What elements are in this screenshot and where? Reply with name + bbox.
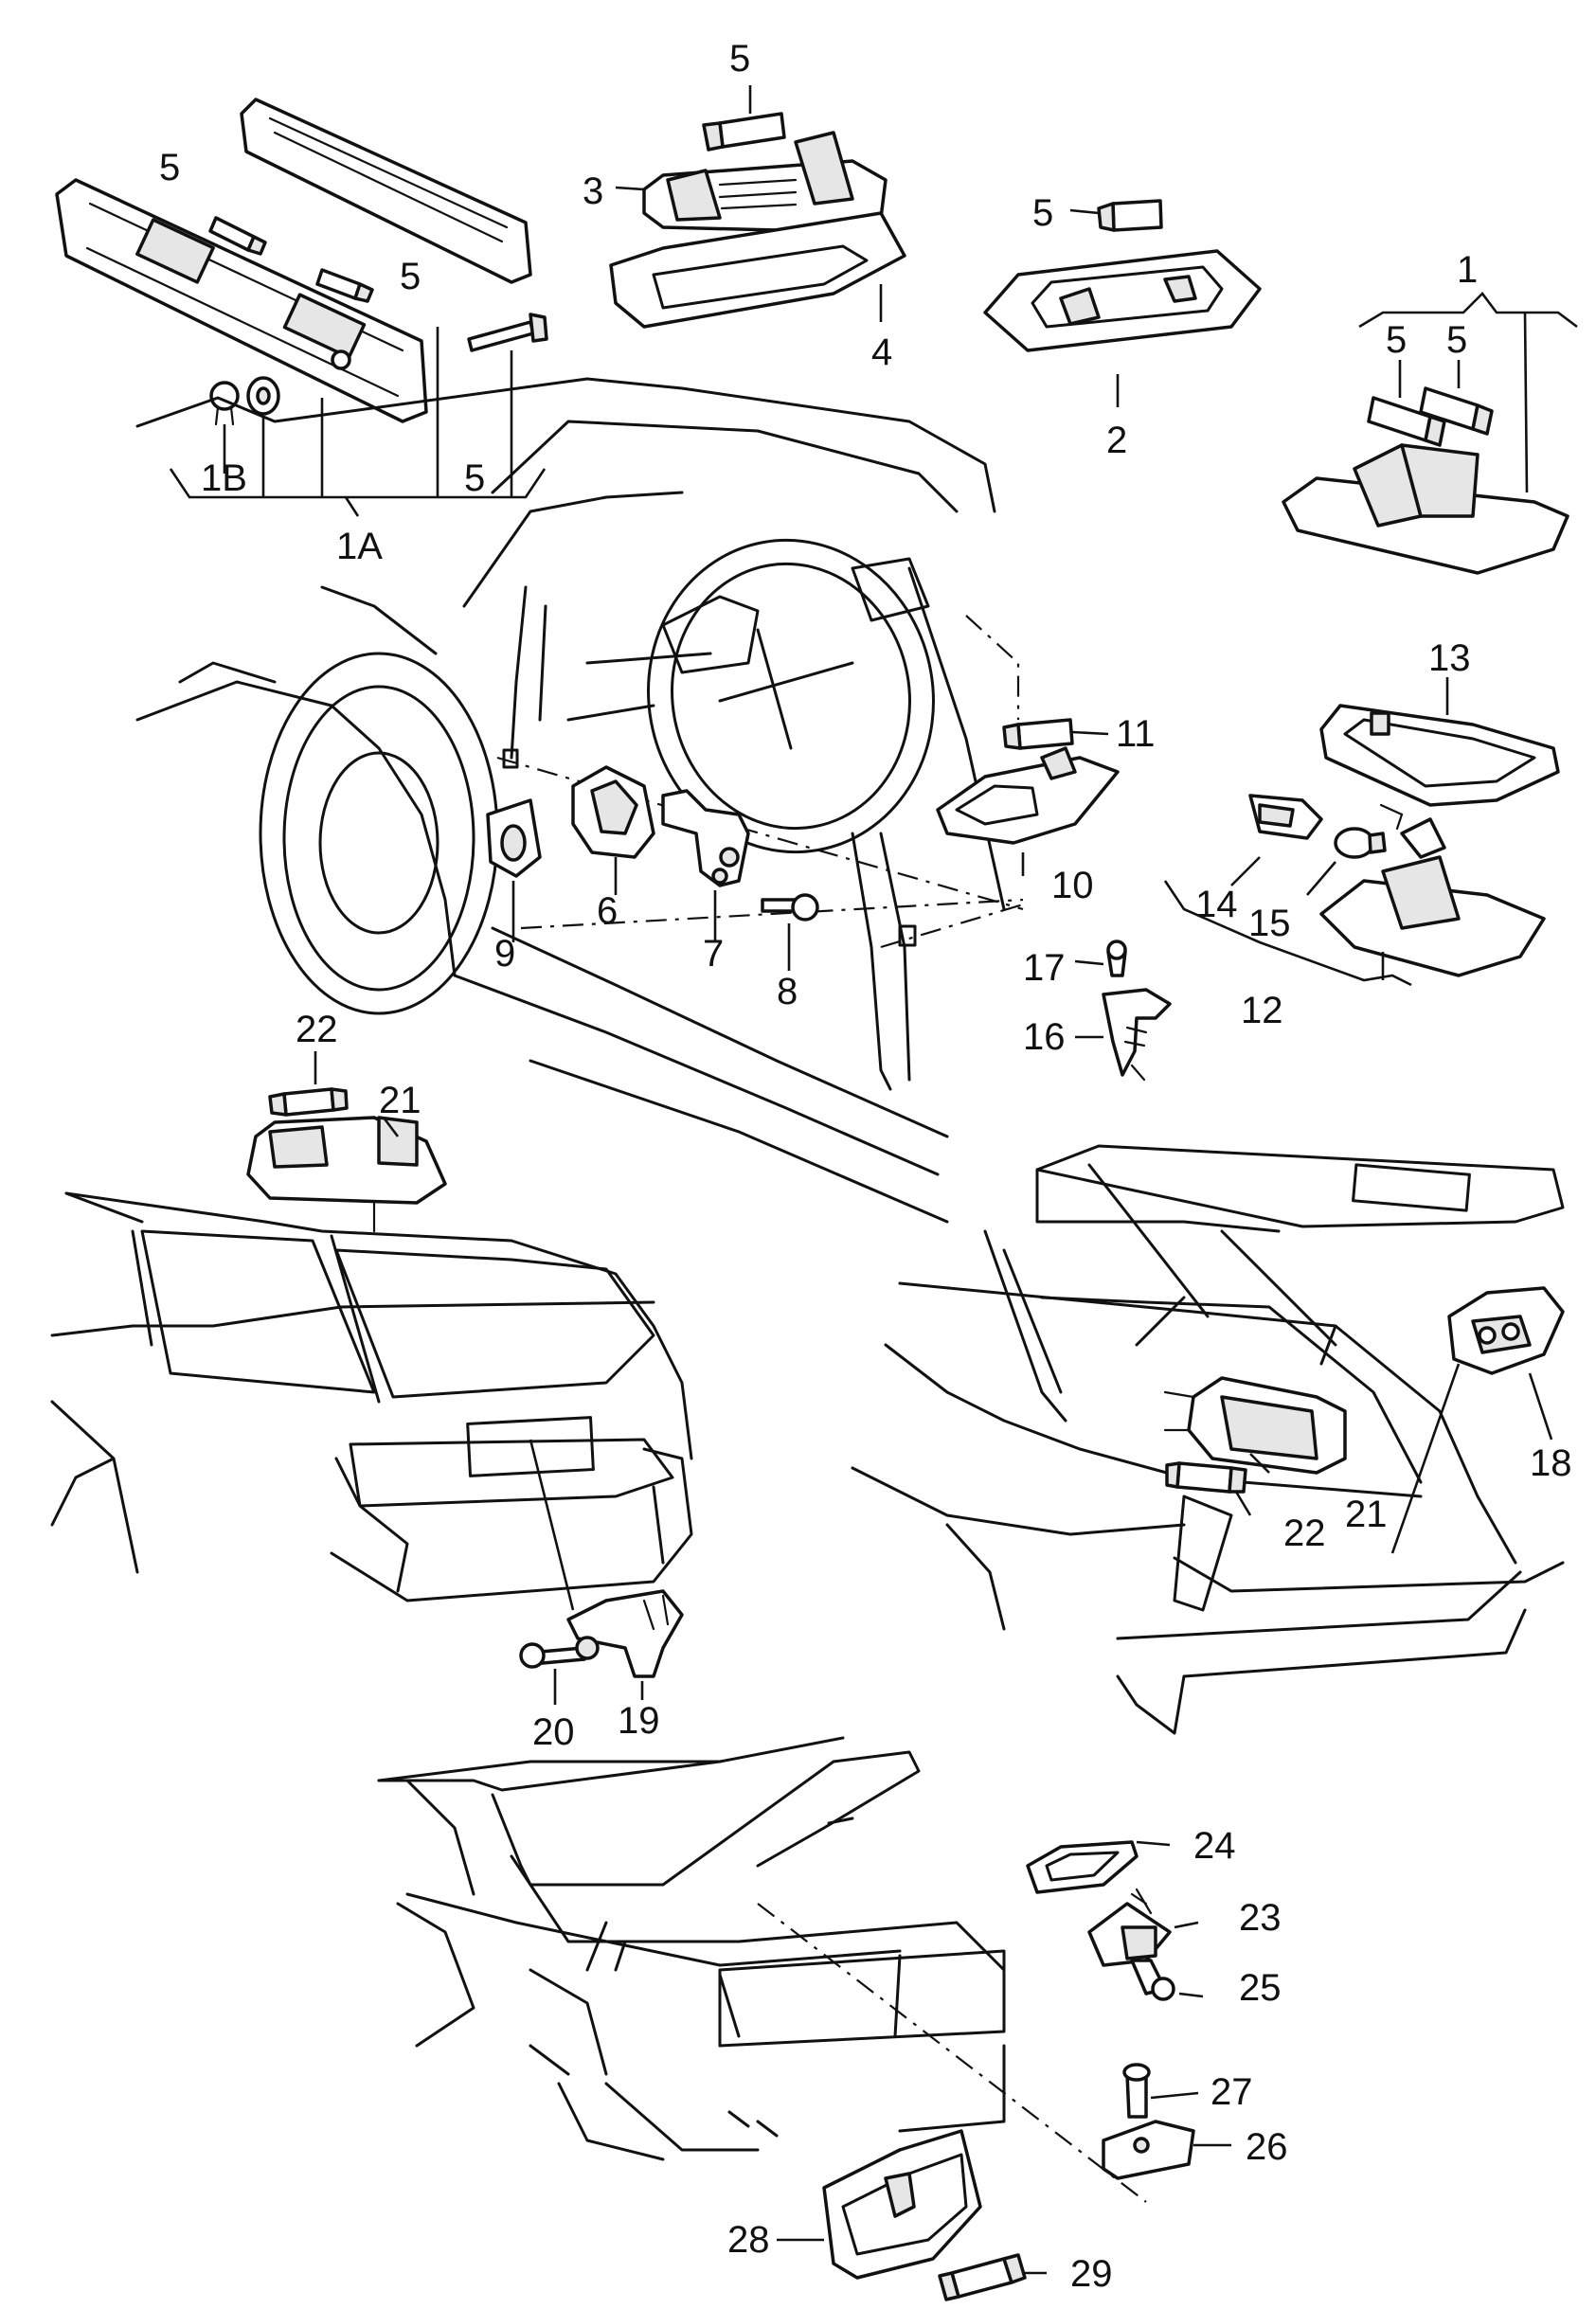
part-1-light — [1282, 443, 1569, 575]
part-16-switch — [1102, 988, 1172, 1082]
callout-18: 18 — [1530, 1442, 1572, 1484]
callout-17: 17 — [1023, 947, 1066, 989]
callout-12: 12 — [1241, 990, 1283, 1031]
callout-19: 19 — [618, 1700, 660, 1742]
callout-16: 16 — [1023, 1016, 1066, 1058]
bulb-5-upper-center — [702, 112, 786, 152]
bulb-5-part-2 — [1097, 199, 1163, 232]
callout-3: 3 — [583, 170, 603, 212]
callout-22-hatch: 22 — [1283, 1512, 1326, 1554]
callout-28: 28 — [727, 2219, 770, 2261]
callout-5-1a-upper: 5 — [159, 147, 180, 188]
part-27-bolt — [1122, 2063, 1151, 2119]
part-23-socket — [1087, 1888, 1172, 1967]
car-wagon-rear — [50, 1191, 693, 1602]
bracket-1 — [1358, 292, 1578, 493]
part-1a-light-assembly — [55, 98, 532, 423]
callout-13: 13 — [1428, 637, 1471, 679]
bulb-15 — [1334, 803, 1404, 859]
screw-5-1a — [467, 313, 548, 352]
bracket-12 — [1163, 880, 1412, 987]
part-26-bracket — [1102, 2120, 1195, 2180]
bracket-1a — [169, 468, 547, 517]
callout-15: 15 — [1248, 903, 1291, 944]
part-25-screw — [1130, 1959, 1175, 2001]
part-10-light — [936, 746, 1120, 845]
part-24-lens — [1026, 1840, 1139, 1894]
callout-24: 24 — [1193, 1825, 1236, 1867]
bulb-5-part-1-left — [1367, 396, 1446, 447]
callout-1b: 1B — [201, 457, 247, 499]
bulb-11 — [1002, 718, 1074, 750]
grommet-1a — [246, 376, 280, 416]
callout-21-hatch: 21 — [1345, 1494, 1388, 1535]
callout-23: 23 — [1239, 1897, 1282, 1939]
part-8-screw — [761, 893, 819, 922]
callout-11: 11 — [1116, 713, 1156, 755]
callout-14: 14 — [1195, 884, 1238, 925]
callout-26: 26 — [1246, 2126, 1288, 2168]
bulb-5-1a-upper — [208, 216, 267, 256]
car-sedan-rear — [377, 1736, 1006, 2161]
callout-5-part-2: 5 — [1032, 192, 1053, 234]
callout-5-top-center: 5 — [729, 38, 750, 80]
callout-25: 25 — [1239, 1967, 1282, 2009]
bulb-5-part-1-right — [1419, 386, 1494, 436]
callout-20: 20 — [532, 1711, 575, 1753]
part-6-switch-cover — [571, 765, 655, 859]
part-14-socket — [1248, 794, 1323, 840]
part-21-light-hatch — [1163, 1376, 1347, 1475]
part-7-switch — [661, 789, 750, 887]
callout-27: 27 — [1210, 2071, 1253, 2113]
part-13-lens — [1319, 704, 1560, 807]
callout-22-wagon: 22 — [296, 1009, 338, 1050]
callout-5-1a-lower: 5 — [400, 256, 421, 297]
bulb-5-1a-lower — [315, 268, 374, 303]
part-12-light — [1319, 817, 1546, 977]
callout-8: 8 — [777, 971, 798, 1012]
part-2-light — [983, 249, 1262, 352]
callout-5-1a-screw: 5 — [464, 457, 485, 499]
callout-1a: 1A — [336, 526, 383, 567]
part-28-light — [822, 2129, 982, 2280]
callout-10: 10 — [1051, 865, 1094, 906]
callout-9: 9 — [494, 933, 515, 975]
part-20-screw — [519, 1636, 600, 1669]
car-interior-dashboard — [135, 377, 1024, 1224]
callout-2: 2 — [1106, 420, 1127, 461]
part-18-light-hatch — [1447, 1286, 1565, 1375]
part-21-light-wagon — [246, 1116, 447, 1233]
callout-7: 7 — [703, 933, 724, 975]
bulb-22-wagon — [268, 1087, 349, 1117]
part-9-grommet — [486, 798, 542, 878]
callout-4: 4 — [871, 331, 892, 373]
bulb-22-hatch — [1165, 1461, 1247, 1494]
callout-1: 1 — [1457, 249, 1478, 291]
bulb-29 — [938, 2253, 1027, 2301]
callout-29: 29 — [1070, 2253, 1113, 2295]
part-19-light-plate — [566, 1589, 684, 1678]
callout-6: 6 — [597, 890, 618, 932]
callout-21-wagon: 21 — [379, 1080, 421, 1121]
callout-5-part-1-left: 5 — [1386, 319, 1407, 361]
part-4-lens-frame — [609, 211, 906, 329]
callout-5-part-1-right: 5 — [1446, 319, 1467, 361]
part-17-screw — [1106, 940, 1127, 977]
